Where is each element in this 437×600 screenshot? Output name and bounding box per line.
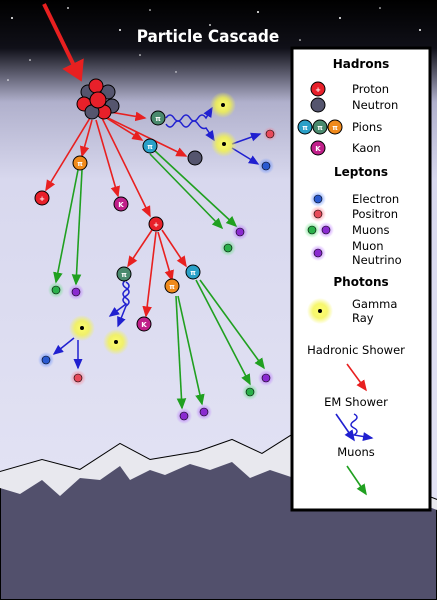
particle-symbols: + + π π π π π π K K: [39, 115, 196, 329]
legend-hadrons-heading: Hadrons: [333, 57, 390, 71]
legend-em-arrow: [335, 413, 355, 442]
legend-muons-arrow-label: Muons: [337, 445, 375, 459]
pion-symbol: π: [169, 283, 175, 291]
legend-panel: Hadrons + Proton Neutron π π π Pions K K…: [290, 46, 432, 512]
pion-teal-particle: [185, 264, 201, 280]
electron-icon: [313, 194, 323, 204]
legend-em-wavy-arrow: [350, 413, 374, 441]
legend-gamma-label-1: Gamma: [352, 297, 397, 311]
incoming-ray-arrow: [42, 3, 84, 82]
legend-positron-label: Positron: [352, 207, 398, 221]
pion-symbol: π: [77, 160, 83, 168]
proton-particle: [34, 190, 50, 206]
legend-gamma-label-2: Ray: [352, 311, 374, 325]
pion-symbol: π: [190, 269, 196, 277]
diagram-title: Particle Cascade: [137, 27, 280, 47]
stars: [7, 7, 426, 81]
legend-muon-neutrino-label-2: Neutrino: [352, 253, 402, 267]
pion-teal-particle: [142, 138, 158, 154]
legend-electron-label: Electron: [352, 192, 399, 206]
muon-plus-icon: [321, 225, 331, 235]
pion-orange-particle: [164, 278, 180, 294]
neutron-icon: [310, 97, 326, 113]
legend-pions-label: Pions: [352, 120, 382, 134]
kaon-symbol: K: [141, 321, 147, 329]
kaon-particle: [113, 196, 129, 212]
pion-gray-icon: [312, 119, 328, 135]
svg-text:π: π: [332, 124, 338, 132]
proton-icon: [310, 81, 326, 97]
nucleus-cluster: [76, 78, 120, 120]
pion-symbol: π: [121, 271, 127, 279]
legend-muons-label: Muons: [352, 223, 390, 237]
muon-arrows: [53, 149, 265, 410]
neutron-particle: [187, 150, 203, 166]
legend-hadronic-shower-label: Hadronic Shower: [307, 343, 405, 357]
legend-em-shower-label: EM Shower: [324, 395, 388, 409]
pion-orange-particle: [72, 155, 88, 171]
svg-text:+: +: [315, 86, 321, 94]
legend-muon-neutrino-label-1: Muon: [352, 239, 384, 253]
svg-text:π: π: [302, 124, 308, 132]
svg-text:π: π: [317, 124, 323, 132]
kaon-particle: [136, 316, 152, 332]
proton-particle: [148, 216, 164, 232]
legend-muon-arrow: [346, 465, 367, 496]
muon-neutrino-icon: [313, 248, 323, 258]
proton-symbol: +: [39, 195, 45, 203]
pion-gray-particle: [116, 266, 132, 282]
em-shower-arrows: [52, 106, 262, 370]
legend-kaon-label: Kaon: [352, 141, 381, 155]
muon-icon: [307, 225, 317, 235]
legend-photons-heading: Photons: [333, 275, 388, 289]
pion-gray-particle: [150, 110, 166, 126]
pion-symbol: π: [147, 143, 153, 151]
pion-teal-icon: [297, 119, 313, 135]
legend-proton-label: Proton: [352, 82, 389, 96]
svg-text:K: K: [315, 145, 321, 153]
cascade-particles: [34, 92, 277, 424]
legend-leptons-heading: Leptons: [334, 165, 388, 179]
kaon-icon: [310, 140, 326, 156]
positron-icon: [313, 209, 323, 219]
kaon-symbol: K: [118, 201, 124, 209]
legend-neutron-label: Neutron: [352, 98, 398, 112]
pion-symbol: π: [155, 115, 161, 123]
pion-orange-icon: [327, 119, 343, 135]
hadronic-shower-arrows: [45, 109, 188, 318]
proton-symbol: +: [153, 221, 159, 229]
legend-hadronic-arrow: [346, 363, 367, 392]
